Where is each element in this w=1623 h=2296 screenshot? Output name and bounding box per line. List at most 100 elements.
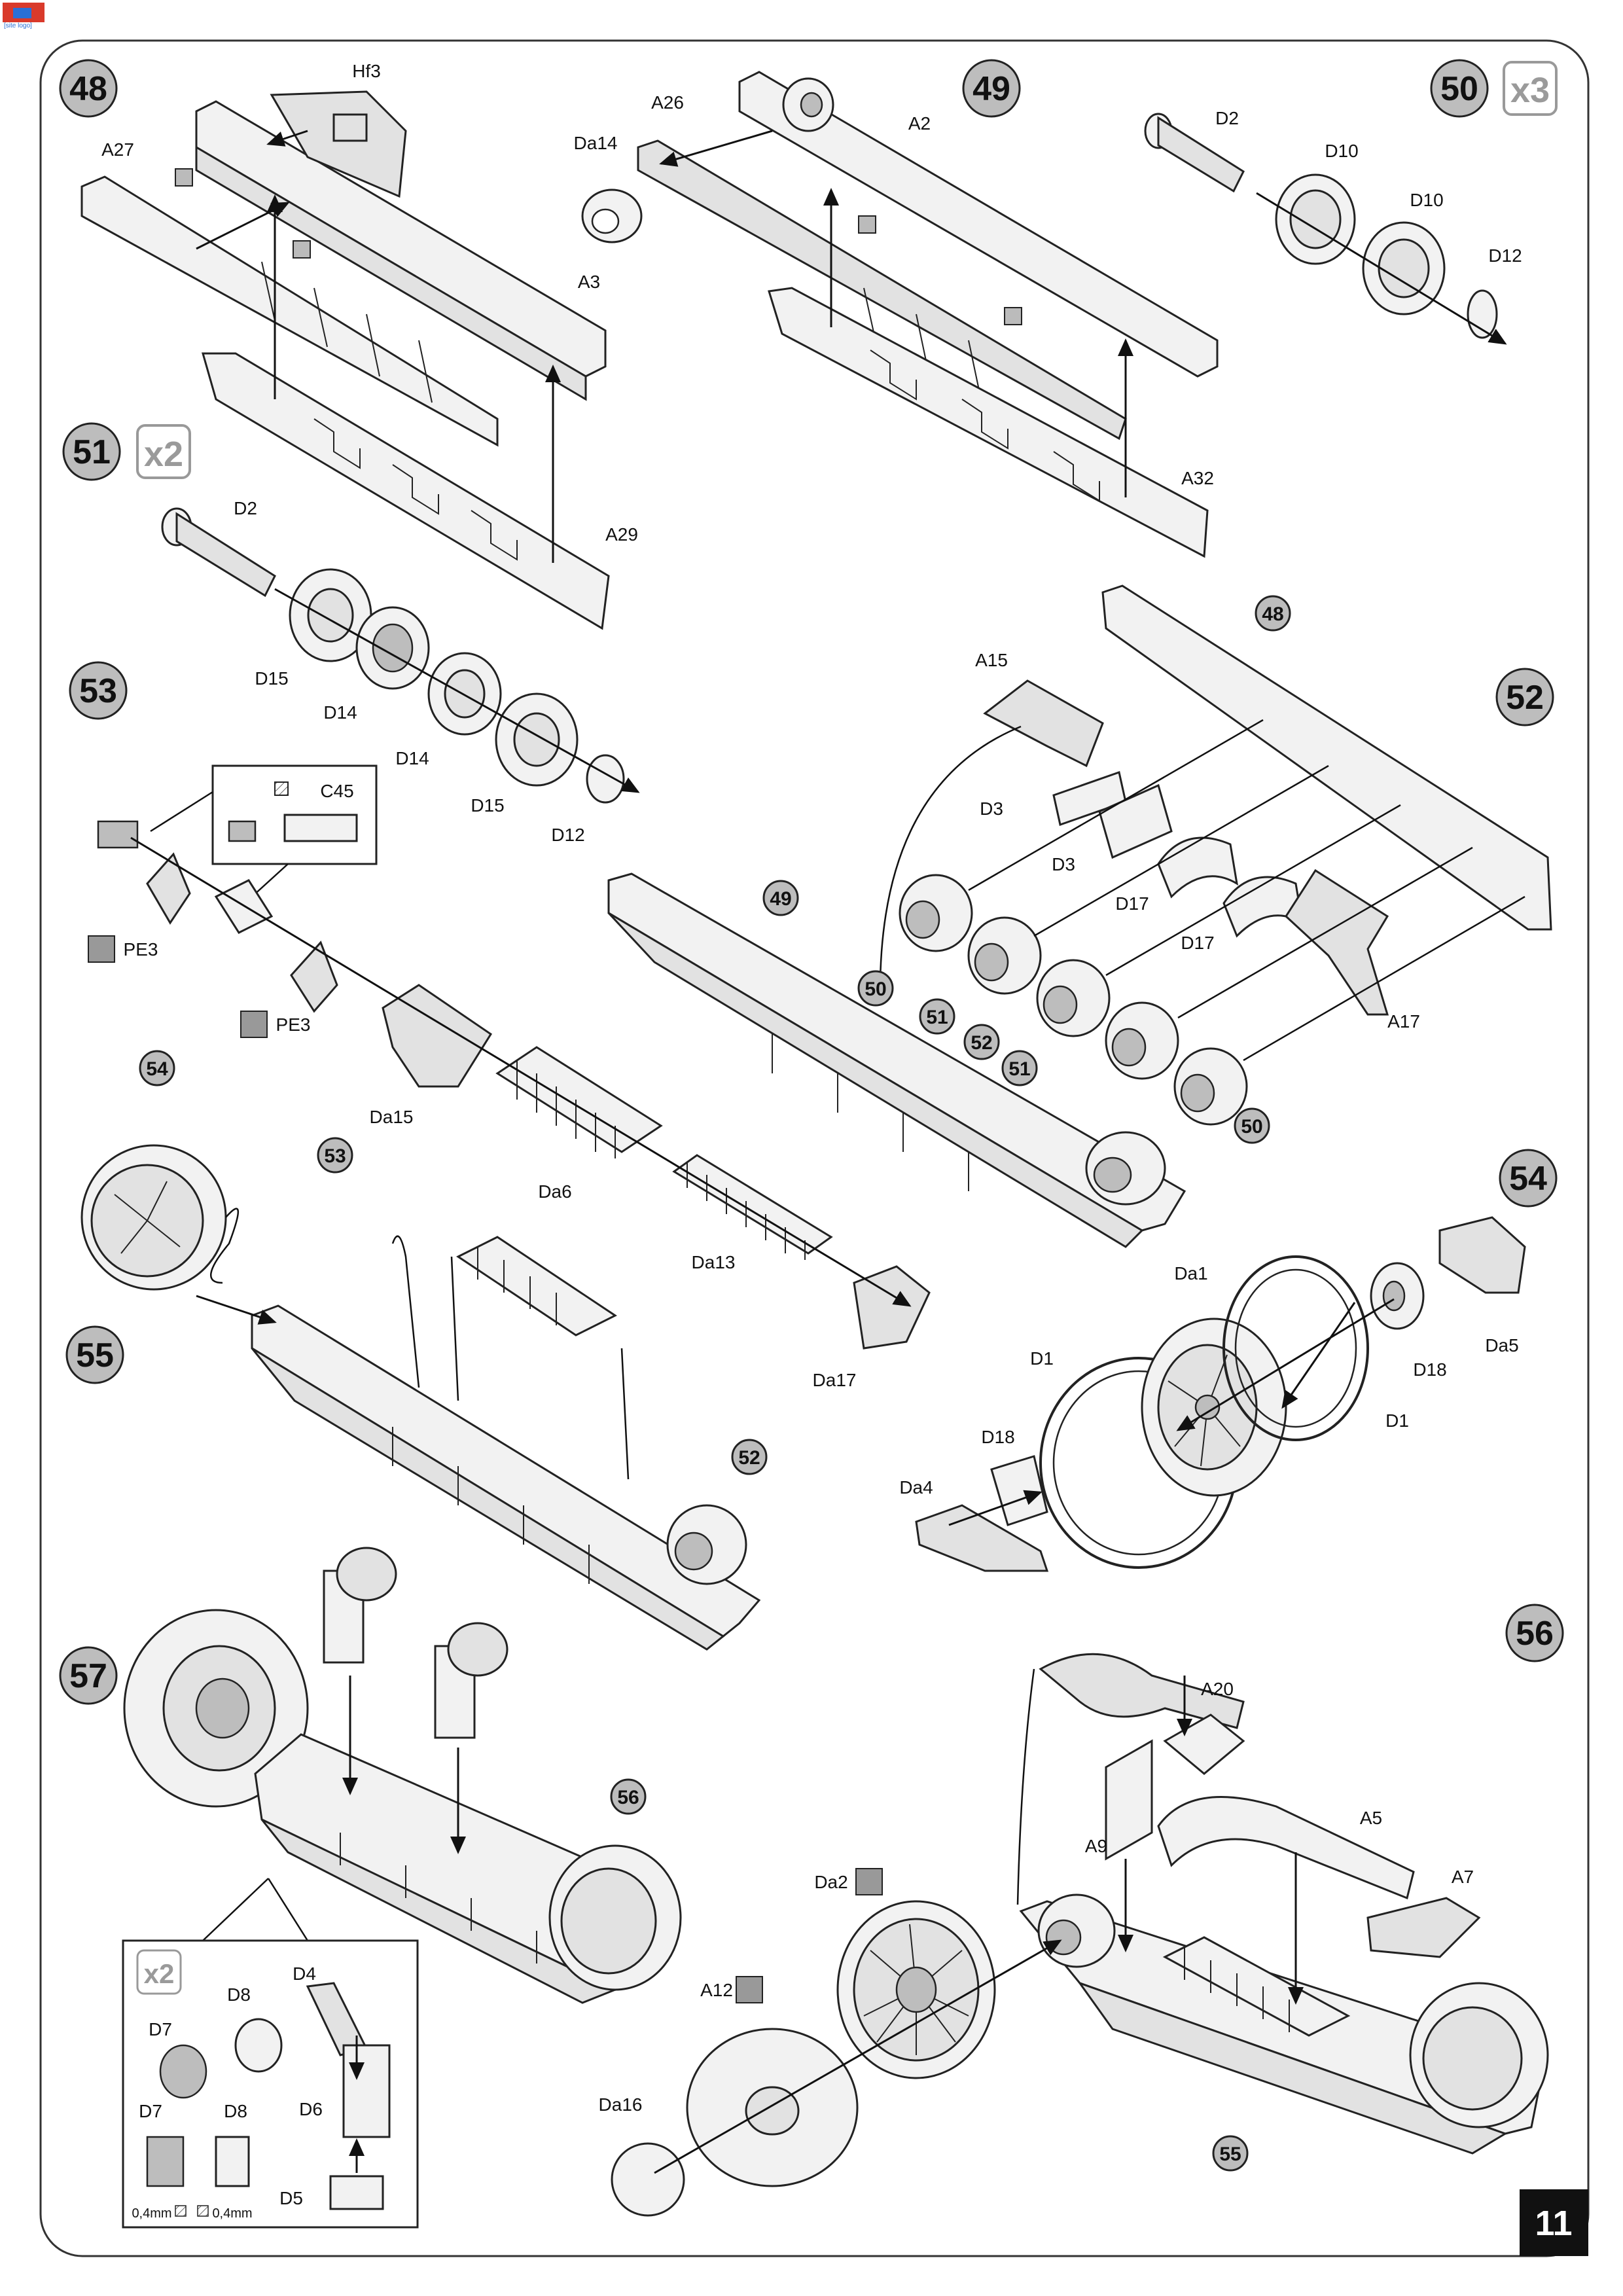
arrow-wheel-axis xyxy=(1256,192,1507,345)
label-da16: Da16 xyxy=(599,2094,643,2115)
label-d1-2: D1 xyxy=(1385,1410,1409,1431)
part-fender-top xyxy=(1039,1653,1245,1729)
cut-icon xyxy=(736,1976,763,2003)
label-pe3-2: PE3 xyxy=(276,1014,311,1035)
part-d10-rear xyxy=(1362,221,1446,315)
part-a3-side xyxy=(195,145,587,401)
inset-part-d7-side xyxy=(146,2136,185,2187)
label-da15: Da15 xyxy=(370,1107,414,1127)
step-56-number: 56 xyxy=(1516,1615,1554,1653)
multiplier-badge xyxy=(1503,61,1558,116)
step-51-number: 51 xyxy=(73,433,111,471)
part-d2-axle xyxy=(1144,113,1245,193)
multiplier-x2: x2 xyxy=(144,435,183,474)
label-d12: D12 xyxy=(551,825,584,845)
page-number: 11 xyxy=(1535,2204,1572,2243)
page-frame xyxy=(39,39,1590,2257)
svg-text:50: 50 xyxy=(865,978,886,1000)
part-hf3 xyxy=(270,90,407,198)
part-da4 xyxy=(915,1504,1049,1572)
label-a12: A12 xyxy=(700,1980,733,2000)
part-d14-rear xyxy=(427,652,502,736)
label-d14-2: D14 xyxy=(395,748,429,768)
svg-text:51: 51 xyxy=(926,1007,948,1028)
part-a26 xyxy=(637,139,1127,440)
svg-text:48: 48 xyxy=(1262,603,1283,625)
label-d18-2: D18 xyxy=(981,1427,1014,1447)
paint-icon xyxy=(274,781,289,796)
ref-49: 49 xyxy=(762,880,799,916)
step-56: 56 xyxy=(599,1604,1564,2217)
shock-absorber-2 xyxy=(434,1622,508,1739)
glue-icon xyxy=(293,240,311,259)
ref-50-2: 50 xyxy=(1234,1107,1270,1144)
drive-housing xyxy=(1037,1893,1116,1968)
ref-54: 54 xyxy=(139,1050,175,1086)
label-pe3: PE3 xyxy=(124,939,158,960)
label-d15: D15 xyxy=(255,668,288,689)
svg-text:56: 56 xyxy=(617,1787,639,1808)
step-57-number: 57 xyxy=(69,1657,107,1695)
assembly-55-side xyxy=(1077,1981,1508,2155)
label-d4: D4 xyxy=(293,1964,316,1984)
part-piston-end xyxy=(97,820,139,849)
inset-part-d6 xyxy=(342,2044,391,2138)
multiplier-x2: x2 xyxy=(144,1958,175,1989)
paint-icon xyxy=(197,2205,209,2217)
label-d17-2: D17 xyxy=(1181,933,1214,953)
step-48: 48 Hf3 A27 A3 A29 xyxy=(59,59,638,630)
arrow-spring-axis xyxy=(130,836,912,1307)
label-d15-2: D15 xyxy=(471,795,504,816)
cut-icon xyxy=(88,935,115,963)
part-a7 xyxy=(1366,1897,1481,1958)
cut-icon xyxy=(855,1868,883,1895)
part-d15-rear xyxy=(495,692,579,787)
svg-text:53: 53 xyxy=(324,1145,346,1167)
logo-caption: [site logo] xyxy=(4,22,32,29)
step-50-number: 50 xyxy=(1440,70,1478,108)
label-da5: Da5 xyxy=(1485,1335,1518,1355)
glue-icon xyxy=(858,215,876,234)
step-49: 49 A26 Da14 A2 A32 xyxy=(574,59,1219,558)
assembly-49-side xyxy=(607,912,1144,1248)
paint-icon xyxy=(175,2205,187,2217)
label-da1: Da1 xyxy=(1174,1263,1207,1283)
label-a20: A20 xyxy=(1201,1679,1234,1699)
arrow-da4 xyxy=(948,1490,1043,1526)
label-a5: A5 xyxy=(1360,1808,1382,1828)
svg-text:52: 52 xyxy=(738,1447,760,1469)
part-da2-sprocket xyxy=(836,1900,996,2079)
road-wheel-rear xyxy=(548,1844,682,1991)
label-d7: D7 xyxy=(149,2019,172,2039)
label-d7-2: D7 xyxy=(139,2101,162,2121)
part-d2-axle xyxy=(161,507,276,598)
site-logo: [site logo] xyxy=(3,3,45,29)
step-51: 51 x2 D2 D15 D14 D14 D15 xyxy=(62,422,640,845)
svg-text:55: 55 xyxy=(1219,2144,1241,2165)
part-da6-spring xyxy=(495,1046,663,1158)
road-wheel-51-2 xyxy=(1105,1001,1179,1080)
label-a9: A9 xyxy=(1085,1836,1107,1856)
multiplier-badge xyxy=(136,1949,182,1995)
assembly-spring-56 xyxy=(1162,1936,1351,2037)
assembled-sprocket xyxy=(123,1609,309,1808)
step-53: 53 C45 PE3 PE3 D xyxy=(69,661,931,1390)
svg-text:52: 52 xyxy=(971,1032,992,1054)
part-d15-front xyxy=(289,568,372,662)
label-a29: A29 xyxy=(605,524,638,545)
dimension-label-2: 0,4mm xyxy=(212,2206,252,2221)
part-da13-spring xyxy=(672,1154,833,1260)
road-wheel-51 xyxy=(967,916,1042,995)
part-d1-rim-rear xyxy=(1222,1255,1369,1441)
label-da17: Da17 xyxy=(813,1370,857,1390)
inset-part-d8-side xyxy=(215,2136,250,2187)
part-a27 xyxy=(80,175,499,447)
label-a2: A2 xyxy=(908,113,931,134)
label-d8: D8 xyxy=(227,1984,251,2005)
part-a12-cover xyxy=(686,2028,859,2187)
label-d1: D1 xyxy=(1030,1348,1054,1369)
arrow-a26 xyxy=(659,130,773,167)
part-da5 xyxy=(1438,1216,1526,1294)
label-a32: A32 xyxy=(1181,468,1214,488)
page-number-badge: 11 xyxy=(1520,2189,1588,2256)
